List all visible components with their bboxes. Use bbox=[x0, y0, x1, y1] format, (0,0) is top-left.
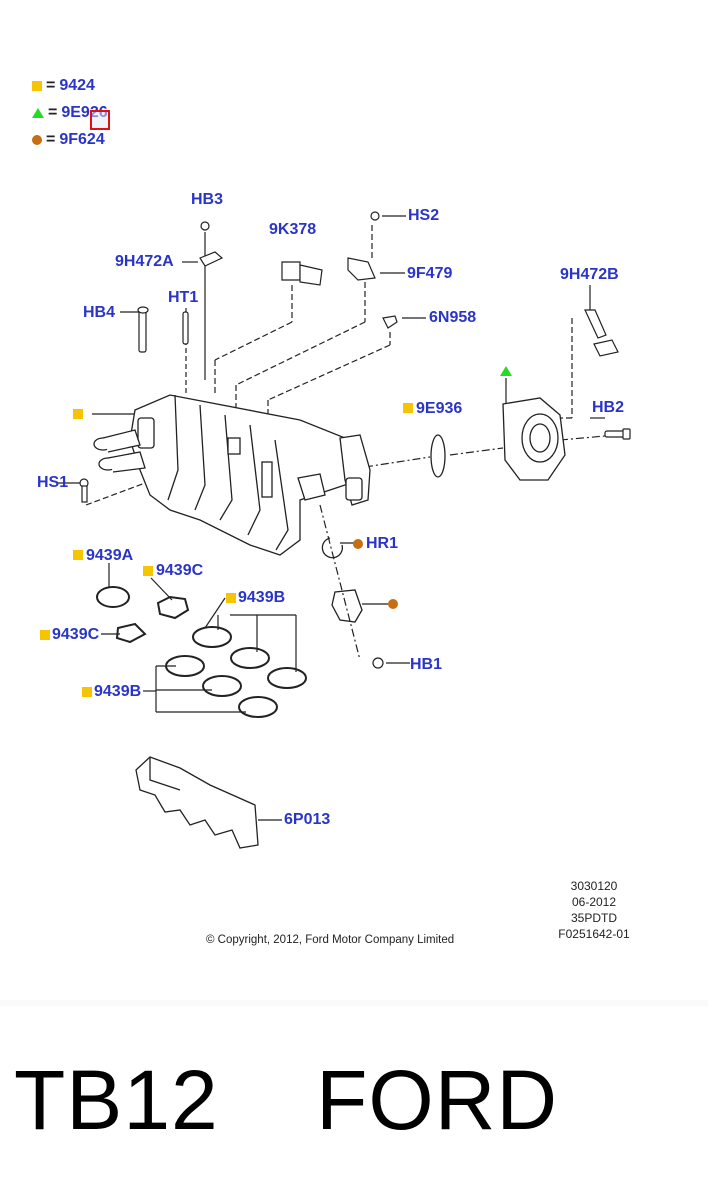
part-label-hb1[interactable]: HB1 bbox=[410, 656, 443, 673]
orange-circle-icon bbox=[32, 135, 42, 145]
legend-code-9f624[interactable]: 9F624 bbox=[59, 131, 105, 148]
part-label-9439c-left[interactable]: 9439C bbox=[52, 626, 100, 643]
metadata-line: 06-2012 bbox=[571, 895, 617, 909]
part-label-ht1[interactable]: HT1 bbox=[168, 289, 199, 306]
part-label-6n958[interactable]: 6N958 bbox=[429, 309, 477, 326]
part-label-6p013[interactable]: 6P013 bbox=[284, 811, 331, 828]
part-label-hb4[interactable]: HB4 bbox=[83, 304, 116, 321]
page-caption: TB12 FORD bbox=[14, 1053, 559, 1147]
part-label-9439a[interactable]: 9439A bbox=[86, 547, 134, 564]
legend-code-9424[interactable]: 9424 bbox=[59, 77, 95, 94]
metadata-line: 35PDTD bbox=[570, 911, 617, 925]
selection-highlight-box bbox=[90, 110, 110, 130]
legend-row-circle: = 9F624 bbox=[32, 131, 105, 149]
part-label-hb2[interactable]: HB2 bbox=[592, 399, 625, 416]
green-triangle-icon bbox=[32, 108, 44, 118]
part-label-hs2[interactable]: HS2 bbox=[408, 207, 440, 224]
part-label-hs1[interactable]: HS1 bbox=[37, 474, 69, 491]
legend-row-square: = 9424 bbox=[32, 77, 95, 95]
part-label-hb3[interactable]: HB3 bbox=[191, 191, 224, 208]
part-label-9439b-top[interactable]: 9439B bbox=[238, 589, 286, 606]
part-label-9k378[interactable]: 9K378 bbox=[269, 221, 317, 238]
metadata-line: 3030120 bbox=[570, 879, 618, 893]
legend-equals: = bbox=[48, 104, 58, 121]
yellow-square-icon bbox=[32, 81, 42, 91]
part-label-9439c-top[interactable]: 9439C bbox=[156, 562, 204, 579]
copyright-notice: © Copyright, 2012, Ford Motor Company Li… bbox=[206, 934, 455, 946]
divider bbox=[0, 1000, 708, 1006]
part-label-9h472b[interactable]: 9H472B bbox=[560, 266, 619, 283]
metadata-line: F0251642-01 bbox=[558, 927, 630, 941]
part-label-hr1[interactable]: HR1 bbox=[366, 535, 399, 552]
legend-equals: = bbox=[46, 131, 56, 148]
part-label-9439b-left[interactable]: 9439B bbox=[94, 683, 142, 700]
drawing-metadata: 3030120 06-2012 35PDTD F0251642-01 bbox=[556, 878, 632, 942]
part-label-9f479[interactable]: 9F479 bbox=[407, 265, 453, 282]
part-label-9h472a[interactable]: 9H472A bbox=[115, 253, 174, 270]
legend-equals: = bbox=[46, 77, 56, 94]
part-label-9e936[interactable]: 9E936 bbox=[416, 400, 463, 417]
